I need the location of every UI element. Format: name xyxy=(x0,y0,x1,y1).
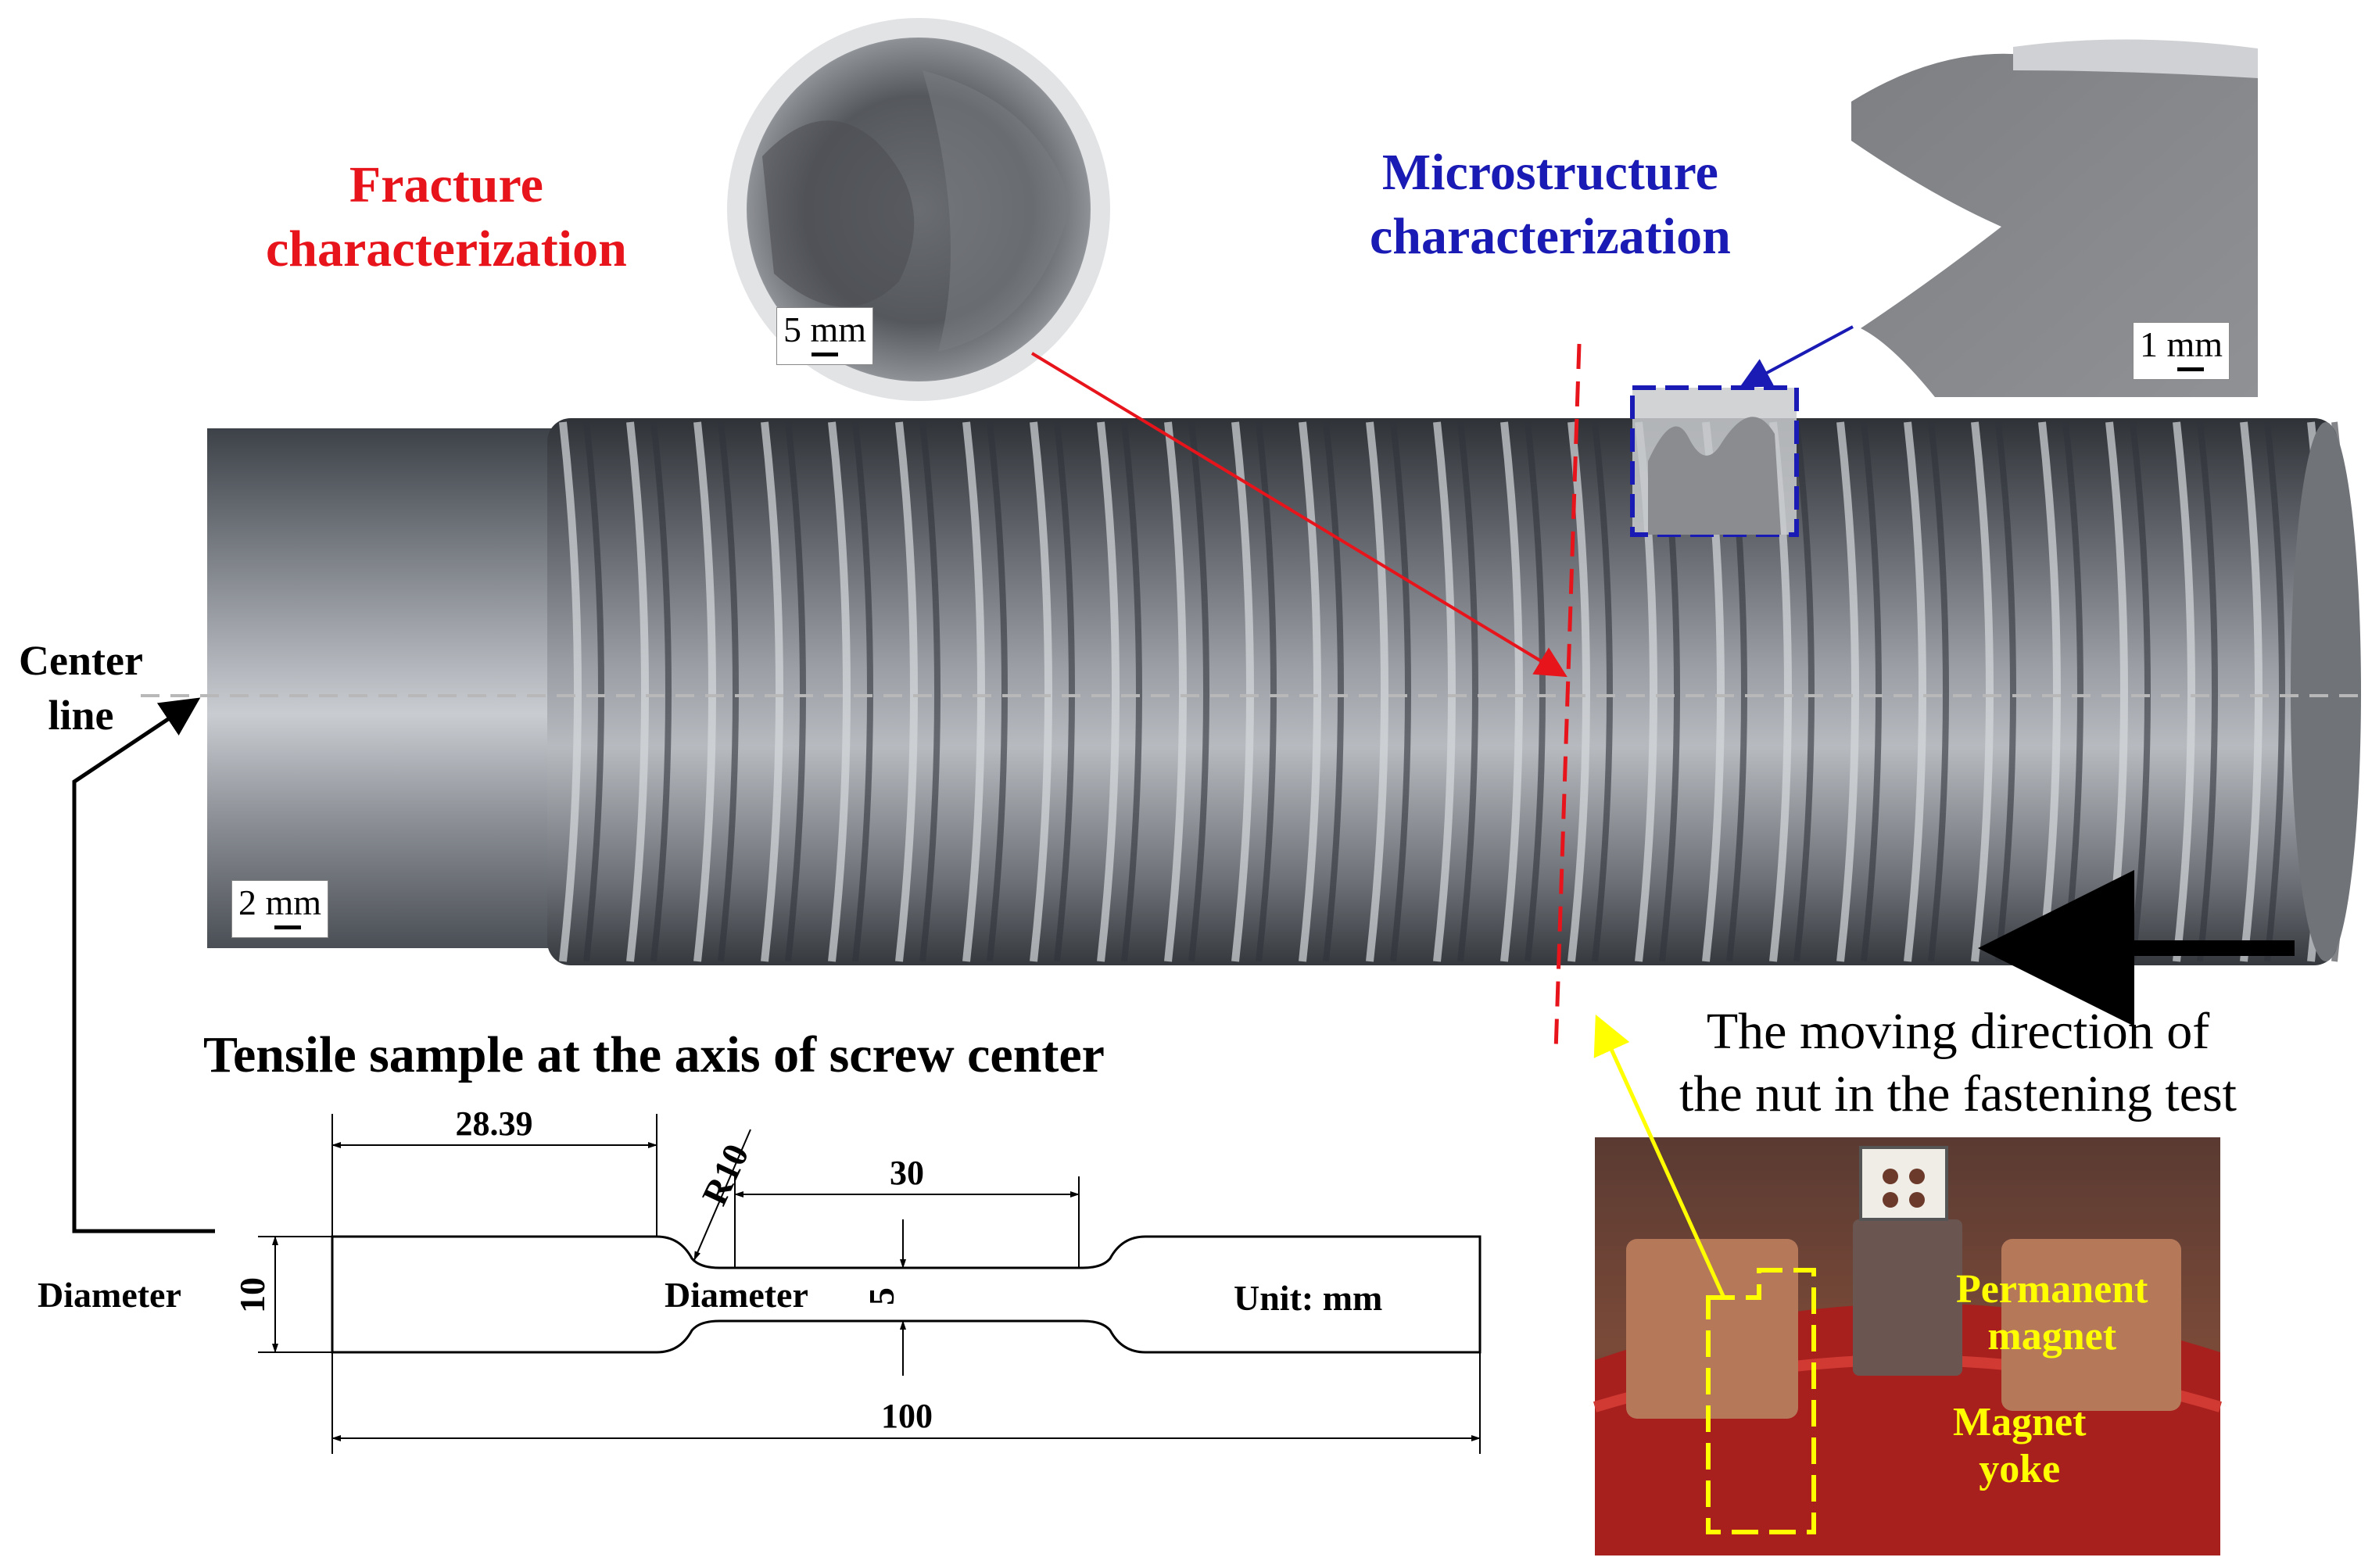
thread-root xyxy=(919,421,940,962)
screw-shank xyxy=(207,428,559,948)
dia-10-value: 10 xyxy=(232,1277,272,1313)
fracture-label: Fracture characterization xyxy=(266,156,627,277)
thread-root xyxy=(785,421,806,962)
thread-root xyxy=(583,421,604,962)
thread-root xyxy=(852,421,873,962)
fracture-plane-line xyxy=(1553,343,1582,1052)
thread-crest xyxy=(1030,421,1052,962)
dia-outer-label: Diameter xyxy=(38,1275,181,1315)
tensile-sample-title: Tensile sample at the axis of screw cent… xyxy=(203,1026,1105,1083)
microstructure-arrow xyxy=(1739,325,1854,388)
dia-inner-label: Diameter xyxy=(665,1275,808,1315)
thread-root xyxy=(1524,421,1546,962)
thread-root xyxy=(1054,421,1075,962)
thread-crest xyxy=(1299,421,1321,962)
thread-crest xyxy=(2240,421,2263,962)
dim-100-label: 100 xyxy=(881,1397,933,1435)
thread-crest xyxy=(1231,421,1254,962)
screw-photo xyxy=(207,418,2361,965)
magnet-photo xyxy=(1593,1137,2223,1555)
thread-crest xyxy=(828,421,851,962)
fracture-scale-text: 5 mm xyxy=(783,310,867,349)
thread-crest xyxy=(693,421,716,962)
thread-crest xyxy=(1164,421,1187,962)
thread-root xyxy=(1390,421,1411,962)
thread-crest xyxy=(1500,421,1523,962)
micro-scale-bar: 1 mm xyxy=(2133,322,2230,380)
dim-28-39-label: 28.39 xyxy=(456,1104,533,1143)
fracture-surface-photo xyxy=(727,18,1110,401)
screw-scale-text: 2 mm xyxy=(238,882,322,922)
thread-root xyxy=(1121,421,1142,962)
thread-crest xyxy=(962,421,985,962)
thread-root xyxy=(2264,421,2285,962)
center-line-label: Center line xyxy=(19,637,143,739)
thread-crest xyxy=(895,421,918,962)
magnet-yoke-label: Magnet yoke xyxy=(1953,1400,2087,1491)
thread-crest xyxy=(2173,421,2195,962)
thread-crest xyxy=(1836,421,1859,962)
fracture-scale-bar: 5 mm xyxy=(776,307,874,365)
thread-crest xyxy=(626,421,649,962)
tensile-sample-drawing: 28.39 30 100 R10 10 5 Diameter Diameter … xyxy=(38,1104,1482,1454)
magnet-yellow-outline xyxy=(1706,1268,1816,1534)
fracture-arrow xyxy=(1030,352,1567,678)
unit-label: Unit: mm xyxy=(1234,1278,1382,1318)
thread-root xyxy=(1861,421,1882,962)
dim-r10-label: R10 xyxy=(694,1138,757,1211)
thread-crest xyxy=(559,421,582,962)
thread-crest xyxy=(1366,421,1388,962)
microstructure-label: Microstructure characterization xyxy=(1370,144,1731,265)
thread-root xyxy=(987,421,1008,962)
moving-direction-label: The moving direction of the nut in the f… xyxy=(1679,1003,2237,1122)
magnet-to-screw-arrow xyxy=(1593,1014,1726,1299)
microstructure-region-profile xyxy=(1648,417,1781,535)
thread-crest xyxy=(1904,421,1926,962)
thread-crest xyxy=(761,421,783,962)
thread-root xyxy=(718,421,739,962)
dim-30-label: 30 xyxy=(890,1154,924,1192)
thread-root xyxy=(1793,421,1815,962)
thread-crest xyxy=(1097,421,1120,962)
center-line-leader xyxy=(72,697,215,1233)
thread-root xyxy=(1188,421,1209,962)
thread-root xyxy=(1457,421,1478,962)
thread-root xyxy=(1928,421,1949,962)
screw-scale-bar: 2 mm xyxy=(231,880,329,938)
micro-scale-text: 1 mm xyxy=(2140,324,2223,364)
thread-root xyxy=(1256,421,1277,962)
thread-root xyxy=(2130,421,2151,962)
thread-root xyxy=(1592,421,1613,962)
dim-line-r10 xyxy=(693,1129,751,1261)
dia-5-value: 5 xyxy=(862,1287,901,1305)
thread-root xyxy=(650,421,672,962)
thread-crest xyxy=(1433,421,1456,962)
screw-thread-body xyxy=(547,418,2338,965)
permanent-magnet-label: Permanent magnet xyxy=(1956,1267,2148,1359)
thread-crest xyxy=(1567,421,1590,962)
screw-end-face xyxy=(2291,422,2361,961)
thread-root xyxy=(1323,421,1344,962)
thread-root xyxy=(2197,421,2218,962)
